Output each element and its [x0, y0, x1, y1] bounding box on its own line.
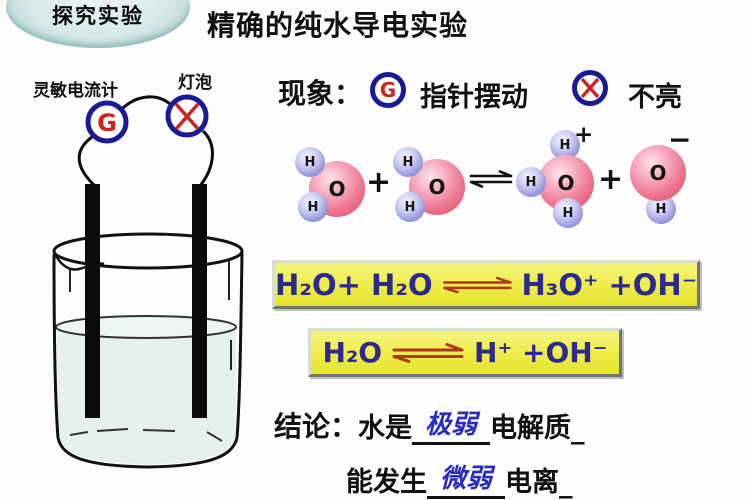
atom-label: H: [559, 137, 571, 153]
atom-label: H: [404, 199, 416, 215]
plus-sign: +: [366, 165, 392, 200]
beaker-wall-right: [235, 252, 244, 439]
atom-label: O: [649, 161, 667, 185]
hydronium-charge: +: [574, 122, 594, 148]
galvanometer-symbol: G: [379, 78, 397, 102]
atom-label: O: [328, 177, 346, 201]
galvanometer-circle: [85, 100, 129, 144]
apparatus-diagram: G: [52, 94, 244, 469]
page-title: 精确的纯水导电实验: [207, 9, 469, 42]
hydroxide-oxygen: O: [630, 145, 686, 201]
conclusion-heading: 结论：: [274, 410, 359, 443]
bulb-cross-icon: [580, 77, 600, 99]
bulb-label: 灯泡: [178, 73, 212, 93]
conclusion-text: 能发生: [346, 467, 427, 498]
wire-right: [198, 129, 214, 187]
electrode-left: [85, 184, 100, 418]
water-surface: [55, 315, 237, 339]
atom-label: H: [402, 154, 414, 170]
hydroxide-charge: −: [668, 123, 692, 156]
conclusion-text: 电离: [505, 467, 560, 498]
water2-hydrogen-bottom: H: [395, 192, 425, 222]
beaker-wall-left: [52, 253, 60, 439]
fill-in-blank: 极弱: [412, 404, 491, 445]
beaker-bottom: [56, 437, 239, 469]
phenomenon-heading: 现象：: [278, 77, 363, 110]
atom-label: H: [525, 174, 537, 190]
water2-hydrogen-top: H: [393, 147, 423, 177]
blank-answer: 极弱: [425, 410, 478, 440]
galvanometer-label: 灵敏电流计: [33, 81, 118, 101]
fill-in-blank: 微弱: [427, 458, 506, 499]
badge-label: 探究实验: [52, 4, 144, 28]
water-bottom-marks: [69, 428, 223, 442]
conclusion-line-1: 结论： 水是 极弱 电解质 _: [274, 404, 585, 445]
wire-left: [77, 135, 97, 188]
equation-box-2: H₂O H⁺ +OH⁻: [308, 328, 622, 377]
trailing-underscore: _: [559, 468, 573, 499]
bulb-badge: [572, 70, 608, 106]
beaker-rim: [52, 232, 244, 270]
wire-top: [121, 95, 171, 110]
equation2-rhs: H⁺ +OH⁻: [474, 336, 608, 369]
bulb-result-text: 不亮: [628, 82, 682, 113]
equation1-lhs: H₂O+ H₂O: [275, 267, 433, 302]
conclusion-text: 水是: [358, 413, 413, 444]
water1-hydrogen-bottom: H: [298, 192, 328, 222]
atom-label: H: [307, 199, 319, 215]
atom-label: O: [557, 171, 575, 195]
plus-sign: +: [598, 162, 624, 197]
bulb-cross-icon: [174, 102, 200, 131]
atom-label: H: [562, 205, 574, 221]
atom-label: O: [428, 175, 446, 199]
atom-label: H: [655, 201, 667, 217]
hydronium-oxygen: O: [538, 155, 594, 211]
atom-label: H: [304, 154, 316, 170]
conclusion-text: 电解质: [490, 413, 572, 444]
equation-box-1: H₂O+ H₂O H₃O⁺ +OH⁻: [272, 260, 700, 309]
equilibrium-arrow-icon: [442, 276, 512, 293]
trailing-underscore: _: [571, 414, 585, 445]
water-fill: [57, 327, 236, 464]
conclusion-line-2: 能发生 微弱 电离 _: [346, 458, 573, 499]
electrode-right: [192, 184, 207, 418]
equilibrium-arrow-icon: [392, 342, 464, 363]
blank-answer: 微弱: [440, 464, 493, 494]
water1-hydrogen-top: H: [295, 147, 325, 177]
equilibrium-arrow-icon: [469, 170, 513, 188]
equation2-lhs: H₂O: [322, 336, 383, 369]
equation1-rhs: H₃O⁺ +OH⁻: [521, 267, 697, 302]
hydronium-hydrogen-bottom: H: [553, 198, 583, 228]
pointer-result-text: 指针摆动: [420, 82, 528, 113]
hydronium-hydrogen-left: H: [516, 167, 546, 197]
galvanometer-badge: G: [370, 72, 406, 108]
galvanometer-symbol: G: [97, 109, 117, 137]
